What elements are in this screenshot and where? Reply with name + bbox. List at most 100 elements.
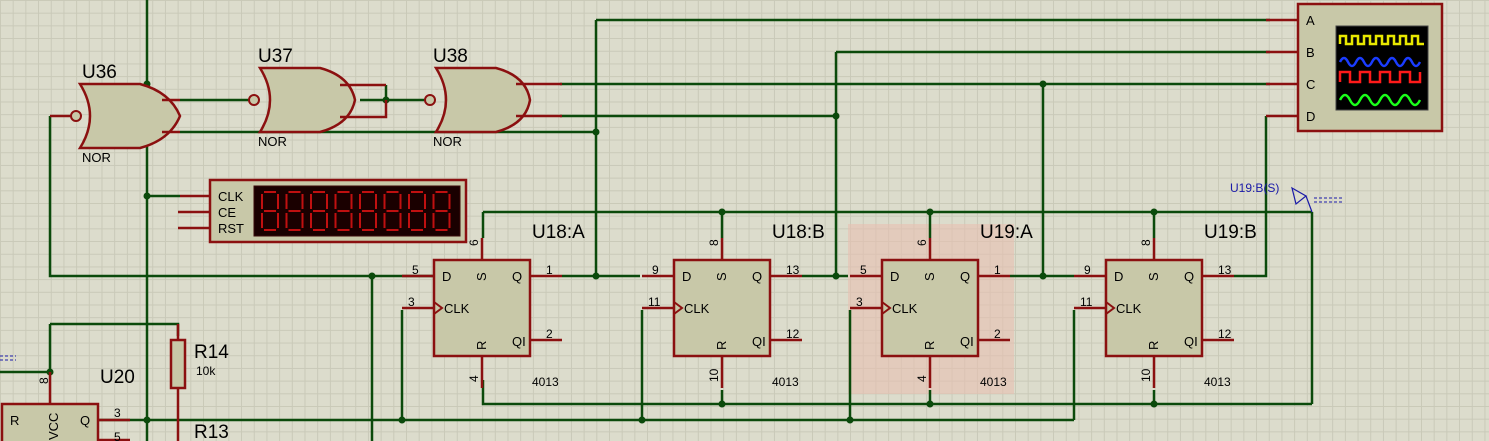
chip-pin-vcc: VCC [46,413,61,440]
gate-type: NOR [433,134,462,149]
ff-pinnum-s: 8 [707,239,721,246]
probe-left-stub [0,355,16,361]
ff-pin-q: Q [1184,269,1194,284]
scope-channel-c: C [1306,77,1315,92]
ff-pin-r: R [1146,341,1161,350]
ff-ref: U19:B [1204,222,1257,243]
ff-part: 4013 [772,375,799,389]
resistor-ref: R14 [194,342,229,363]
flipflop-u18-a[interactable]: U18:A 4013 D S Q CLK R QI 5 3 1 2 6 4 [402,222,585,389]
chip-pin-num-5: 5 [114,430,121,441]
ff-pinnum-qi: 2 [546,327,553,341]
chip-pin-q: Q [80,413,90,428]
ff-pinnum-qi: 2 [994,327,1001,341]
ff-pin-clk: CLK [684,301,710,316]
resistor-r13[interactable]: R13 [194,422,229,441]
gate-u38[interactable]: U38 NOR [424,46,562,149]
ff-pinnum-qi: 12 [1218,327,1232,341]
counter-pin-ce: CE [218,205,236,220]
ff-pin-qi: QI [512,334,526,349]
voltage-probe[interactable]: U19:B(S) [1230,181,1344,213]
ff-pin-qi: QI [752,334,766,349]
ff-pinnum-q: 13 [786,263,800,277]
gate-ref: U37 [258,46,293,67]
flipflop-u18-b[interactable]: U18:B 4013 D S Q CLK R QI 9 11 13 12 8 10 [642,222,825,389]
gate-type: NOR [82,150,111,165]
seven-segment-digits [261,191,451,231]
ff-pinnum-s: 8 [1139,239,1153,246]
resistor-ref: R13 [194,422,229,441]
ff-pinnum-d: 5 [412,263,419,277]
ff-pinnum-r: 4 [915,375,929,382]
flipflop-u19-b[interactable]: U19:B 4013 D S Q CLK R QI 9 11 13 12 8 10 [1074,222,1257,389]
ff-pin-s: S [474,272,489,281]
gate-u36[interactable]: U36 NOR [50,62,182,165]
scope-channel-a: A [1306,13,1315,28]
ff-pinnum-clk: 3 [408,295,415,309]
resistor-r14[interactable]: R14 10k [169,324,229,441]
gate-u37[interactable]: U37 NOR [248,46,388,149]
ff-pin-r: R [474,341,489,350]
ff-pin-d: D [1114,269,1123,284]
ff-pin-q: Q [752,269,762,284]
counter-display[interactable]: CLK CE RST [178,178,468,244]
ff-pin-s: S [714,272,729,281]
ff-pinnum-clk: 11 [648,295,661,309]
ff-pinnum-q: 1 [546,263,553,277]
ff-pin-d: D [682,269,691,284]
ff-pin-r: R [714,341,729,350]
scope-trace-c [1338,70,1422,84]
ff-part: 4013 [1204,375,1231,389]
chip-pin-num-8: 8 [37,377,51,384]
ff-pinnum-q: 1 [994,263,1001,277]
scope-channel-d: D [1306,109,1315,124]
ff-part: 4013 [532,375,559,389]
gate-ref: U38 [433,46,468,67]
scope-trace-a [1338,34,1424,46]
ff-pinnum-d: 5 [860,263,867,277]
ff-pinnum-s: 6 [915,239,929,246]
ff-pin-d: D [890,269,899,284]
ff-pin-clk: CLK [444,301,470,316]
ff-pin-clk: CLK [1116,301,1142,316]
counter-pin-rst: RST [218,221,244,236]
ff-pinnum-d: 9 [652,263,659,277]
ff-pinnum-r: 10 [707,368,721,382]
chip-pin-num-3: 3 [114,406,121,420]
ff-pin-q: Q [960,269,970,284]
ff-pin-qi: QI [1184,334,1198,349]
ff-pin-s: S [1146,272,1161,281]
ff-part: 4013 [980,375,1007,389]
probe-label: U19:B(S) [1230,181,1279,195]
counter-pin-clk: CLK [218,189,244,204]
gate-type: NOR [258,134,287,149]
ff-pin-q: Q [512,269,522,284]
oscilloscope[interactable]: A B C D [1266,2,1444,133]
chip-ref: U20 [100,367,135,388]
chip-u20[interactable]: U20 R VCC Q 8 3 5 [0,367,135,441]
scope-trace-d [1338,93,1422,107]
ff-pin-r: R [922,341,937,350]
chip-pin-r: R [10,413,19,428]
resistor-value: 10k [196,364,216,378]
ff-pin-s: S [922,272,937,281]
ff-pinnum-d: 9 [1084,263,1091,277]
ff-ref: U19:A [980,222,1033,243]
ff-pinnum-q: 13 [1218,263,1232,277]
ff-pinnum-r: 10 [1139,368,1153,382]
scope-channel-b: B [1306,45,1315,60]
ff-ref: U18:A [532,222,585,243]
scope-trace-b [1338,56,1422,68]
ff-pinnum-r: 4 [467,375,481,382]
ff-ref: U18:B [772,222,825,243]
ff-pinnum-clk: 3 [856,295,863,309]
ff-pinnum-qi: 12 [786,327,800,341]
gate-ref: U36 [82,62,117,83]
ff-pinnum-s: 6 [467,239,481,246]
ff-pinnum-clk: 11 [1080,295,1093,309]
ff-pin-qi: QI [960,334,974,349]
ff-pin-d: D [442,269,451,284]
